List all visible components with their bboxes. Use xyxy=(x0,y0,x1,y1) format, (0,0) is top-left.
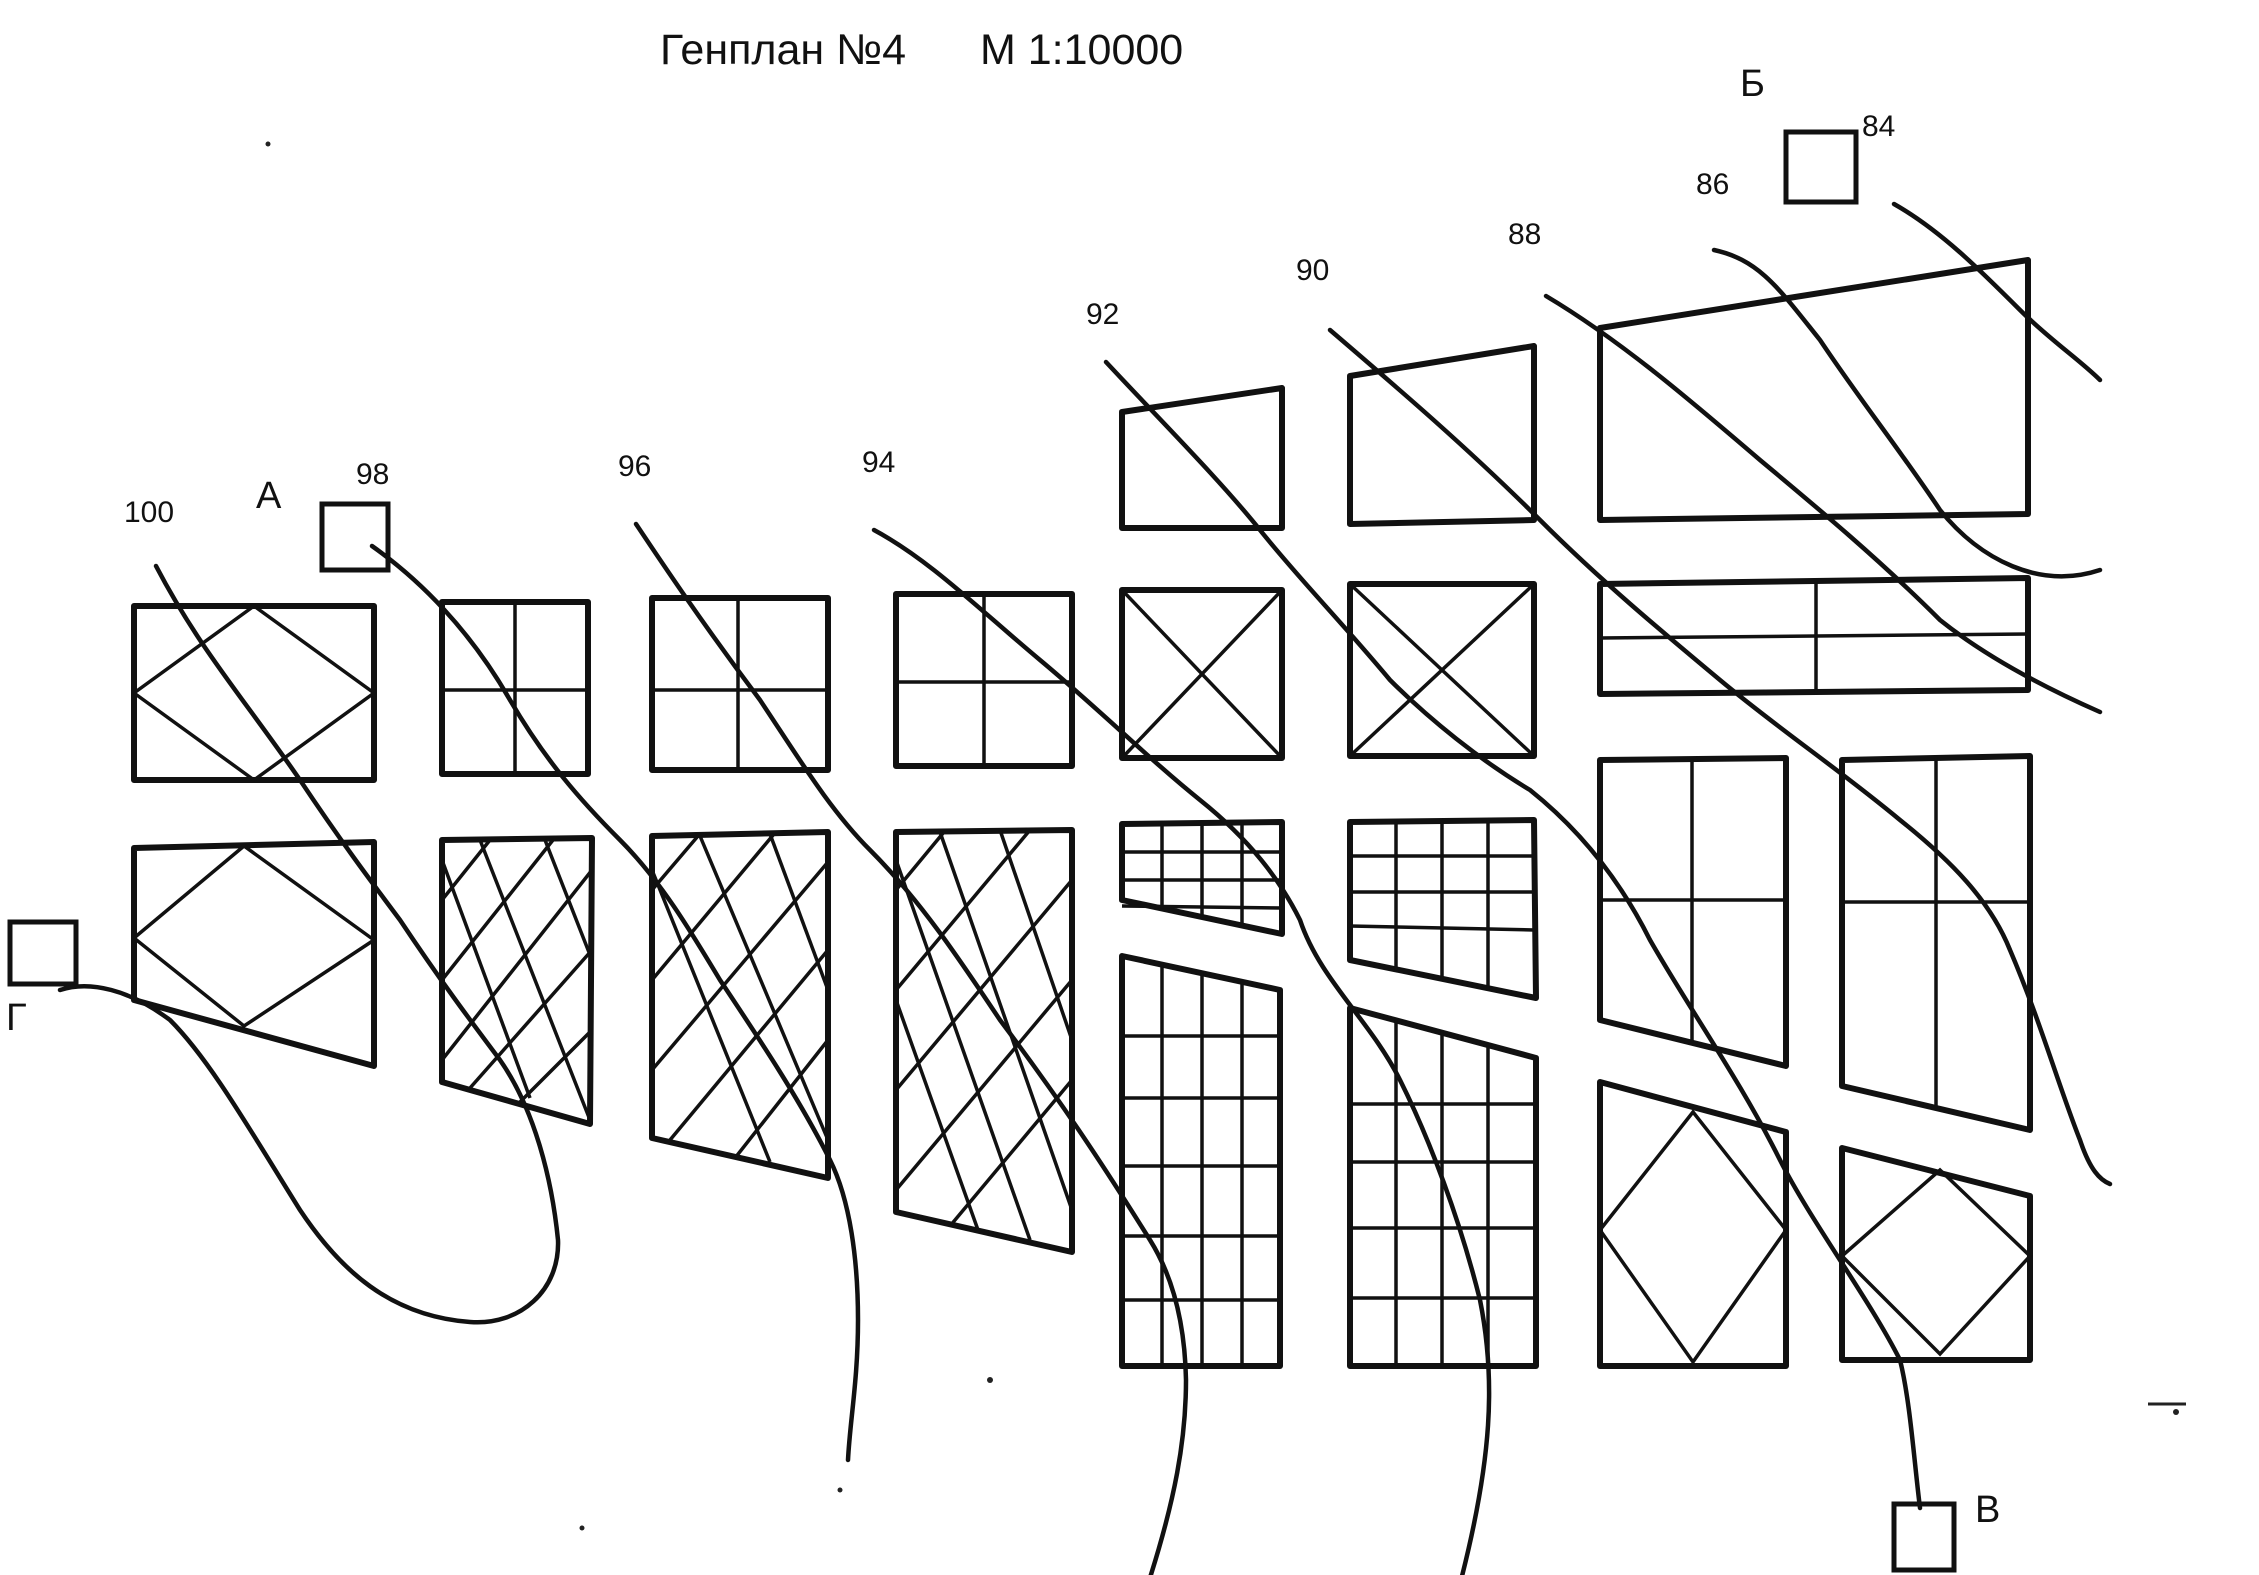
block-c2-top xyxy=(439,599,591,777)
block-c7a-bottom xyxy=(1597,1079,1789,1369)
contour-line-86 xyxy=(1711,247,2103,579)
block-c6-middle xyxy=(1347,581,1537,759)
scan-speck xyxy=(837,1487,843,1493)
point-marker-g xyxy=(7,919,79,987)
point-marker-b xyxy=(1783,129,1859,205)
block-c3-top xyxy=(649,595,831,773)
scan-speck xyxy=(579,1525,585,1531)
point-label-b: Б xyxy=(1740,63,1765,105)
block-c8-bottom xyxy=(1839,1145,2033,1363)
scan-speck xyxy=(2173,1409,2179,1415)
contour-label-88: 88 xyxy=(1508,218,1541,251)
point-marker-a xyxy=(319,501,391,573)
block-c7a-middle xyxy=(1597,755,1789,1069)
plan-title: Генплан №4 xyxy=(660,26,906,74)
contour-label-98: 98 xyxy=(356,458,389,491)
block-c5-top xyxy=(1119,385,1285,531)
plan-scale: М 1:10000 xyxy=(980,26,1183,74)
block-c8-middle xyxy=(1839,753,2033,1133)
scan-speck xyxy=(265,141,271,147)
point-label-g: Г xyxy=(6,997,27,1039)
block-c1-bottom xyxy=(131,839,378,1069)
block-c4-bottom xyxy=(893,827,1075,1255)
contour-line-88 xyxy=(1543,293,2103,715)
block-c6-bottom xyxy=(1347,1005,1539,1369)
block-c3-bottom xyxy=(649,829,831,1181)
block-c5-middle xyxy=(1119,587,1285,761)
block-c6-lower xyxy=(1347,817,1539,1001)
block-c1-top xyxy=(131,603,377,783)
contour-label-86: 86 xyxy=(1696,168,1729,201)
block-c5-lower xyxy=(1119,819,1285,937)
contour-line-96 xyxy=(633,521,1189,1575)
scan-speck xyxy=(987,1377,993,1383)
contour-label-92: 92 xyxy=(1086,298,1119,331)
contour-line-92 xyxy=(1103,359,1923,1511)
point-label-v: В xyxy=(1975,1489,2000,1531)
contour-label-84: 84 xyxy=(1862,110,1895,143)
contour-label-94: 94 xyxy=(862,446,895,479)
contour-line-100 xyxy=(57,563,561,1325)
block-c4-top xyxy=(893,591,1075,769)
contour-line-98 xyxy=(369,543,861,1463)
block-c2-bottom xyxy=(439,835,595,1127)
contour-label-90: 90 xyxy=(1296,254,1329,287)
contour-line-90 xyxy=(1327,327,2113,1187)
block-c6-top xyxy=(1347,343,1537,527)
contour-label-96: 96 xyxy=(618,450,651,483)
point-marker-v xyxy=(1891,1501,1957,1573)
block-c7-top xyxy=(1597,257,2031,523)
contour-line-94 xyxy=(871,527,1492,1575)
point-label-a: А xyxy=(256,475,282,517)
contour-label-100: 100 xyxy=(124,496,174,529)
contour-line-84 xyxy=(1891,201,2103,383)
block-c5-bottom xyxy=(1119,953,1283,1369)
